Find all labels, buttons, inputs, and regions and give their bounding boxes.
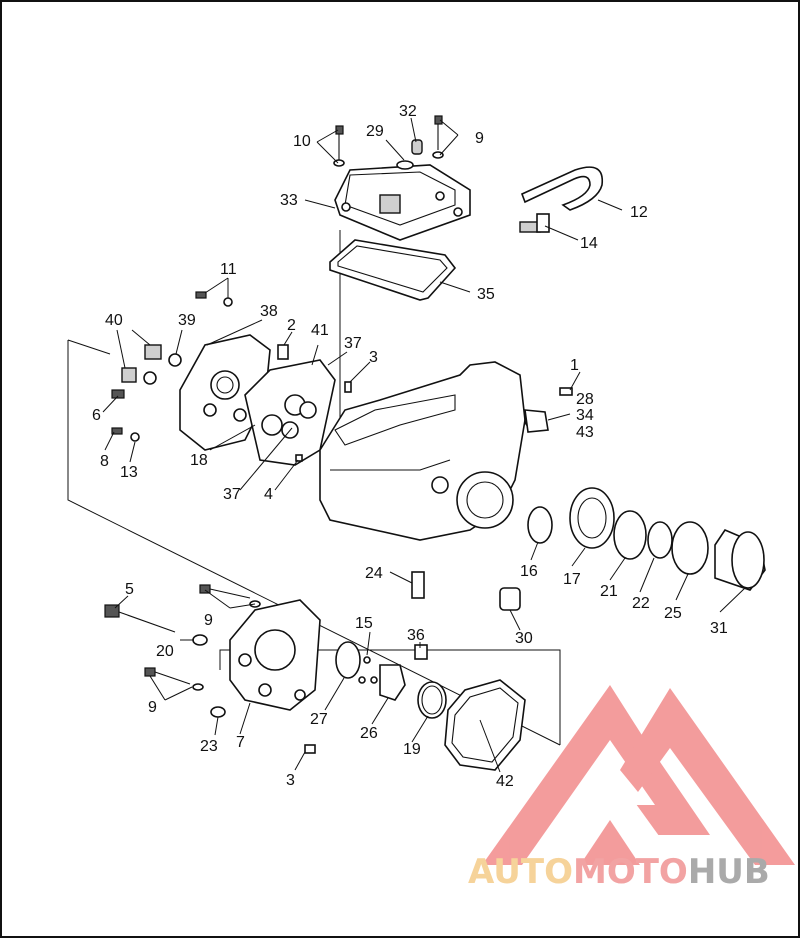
callout-38: 38 (260, 303, 278, 320)
callout-27: 27 (310, 711, 328, 728)
callout-17: 17 (563, 571, 581, 588)
callout-21: 21 (600, 583, 618, 600)
callout-31: 31 (710, 620, 728, 637)
hose (520, 166, 604, 211)
callout-37-lower: 37 (223, 486, 241, 503)
shift-parts (335, 641, 526, 771)
callout-14: 14 (580, 235, 598, 252)
bearing-assembly (411, 487, 766, 611)
callout-26: 26 (360, 725, 378, 742)
callout-39: 39 (178, 312, 196, 329)
callout-1: 1 (570, 357, 579, 374)
side-cover (104, 584, 321, 754)
top-bolts (333, 115, 444, 170)
callout-3-lower: 3 (286, 772, 295, 789)
callout-41: 41 (311, 322, 329, 339)
leader-lines (102, 117, 746, 773)
callout-30: 30 (515, 630, 533, 647)
callout-20: 20 (156, 643, 174, 660)
callout-42: 42 (496, 773, 514, 790)
callout-23: 23 (200, 738, 218, 755)
callout-9-top: 9 (475, 130, 484, 147)
callout-13: 13 (120, 464, 138, 481)
callout-36: 36 (407, 627, 425, 644)
callout-15: 15 (355, 615, 373, 632)
callout-11: 11 (220, 261, 237, 278)
callout-19: 19 (403, 741, 421, 758)
callout-28: 28 (576, 391, 594, 408)
watermark-part1: AUTO (468, 852, 573, 892)
callout-29: 29 (366, 123, 384, 140)
callout-9-mid: 9 (204, 612, 213, 629)
callout-32: 32 (399, 103, 417, 120)
callout-3-upper: 3 (369, 349, 378, 366)
watermark-part2: MOTO (572, 852, 688, 892)
automotohub-logo (482, 685, 795, 865)
callout-16: 16 (520, 563, 538, 580)
callout-5: 5 (125, 581, 134, 598)
callout-37-upper: 37 (344, 335, 362, 352)
callout-22: 22 (632, 595, 650, 612)
callout-24: 24 (365, 565, 383, 582)
watermark-part3: HUB (687, 852, 770, 892)
top-cover (334, 164, 471, 241)
watermark-text: AUTOMOTOHUB (468, 852, 770, 892)
callout-9-bottom: 9 (148, 699, 157, 716)
callout-35: 35 (477, 286, 495, 303)
callout-12: 12 (630, 204, 648, 221)
callout-10: 10 (293, 133, 311, 150)
callout-18: 18 (190, 452, 208, 469)
callout-40: 40 (105, 312, 123, 329)
callout-labels: 1 2 3 3 4 5 6 7 8 9 9 9 10 11 12 13 14 1… (92, 103, 728, 790)
left-cover-plate (179, 334, 271, 451)
callout-2: 2 (287, 317, 296, 334)
small-fittings-left (111, 291, 352, 462)
callout-6: 6 (92, 407, 101, 424)
callout-25: 25 (664, 605, 682, 622)
callout-8: 8 (100, 453, 109, 470)
transmission-case (319, 361, 573, 541)
callout-4: 4 (264, 486, 273, 503)
callout-7: 7 (236, 734, 245, 751)
elbow-fitting (519, 213, 550, 233)
callout-33: 33 (280, 192, 298, 209)
top-gasket (329, 239, 457, 301)
callout-34: 34 (576, 407, 594, 424)
callout-43: 43 (576, 424, 594, 441)
